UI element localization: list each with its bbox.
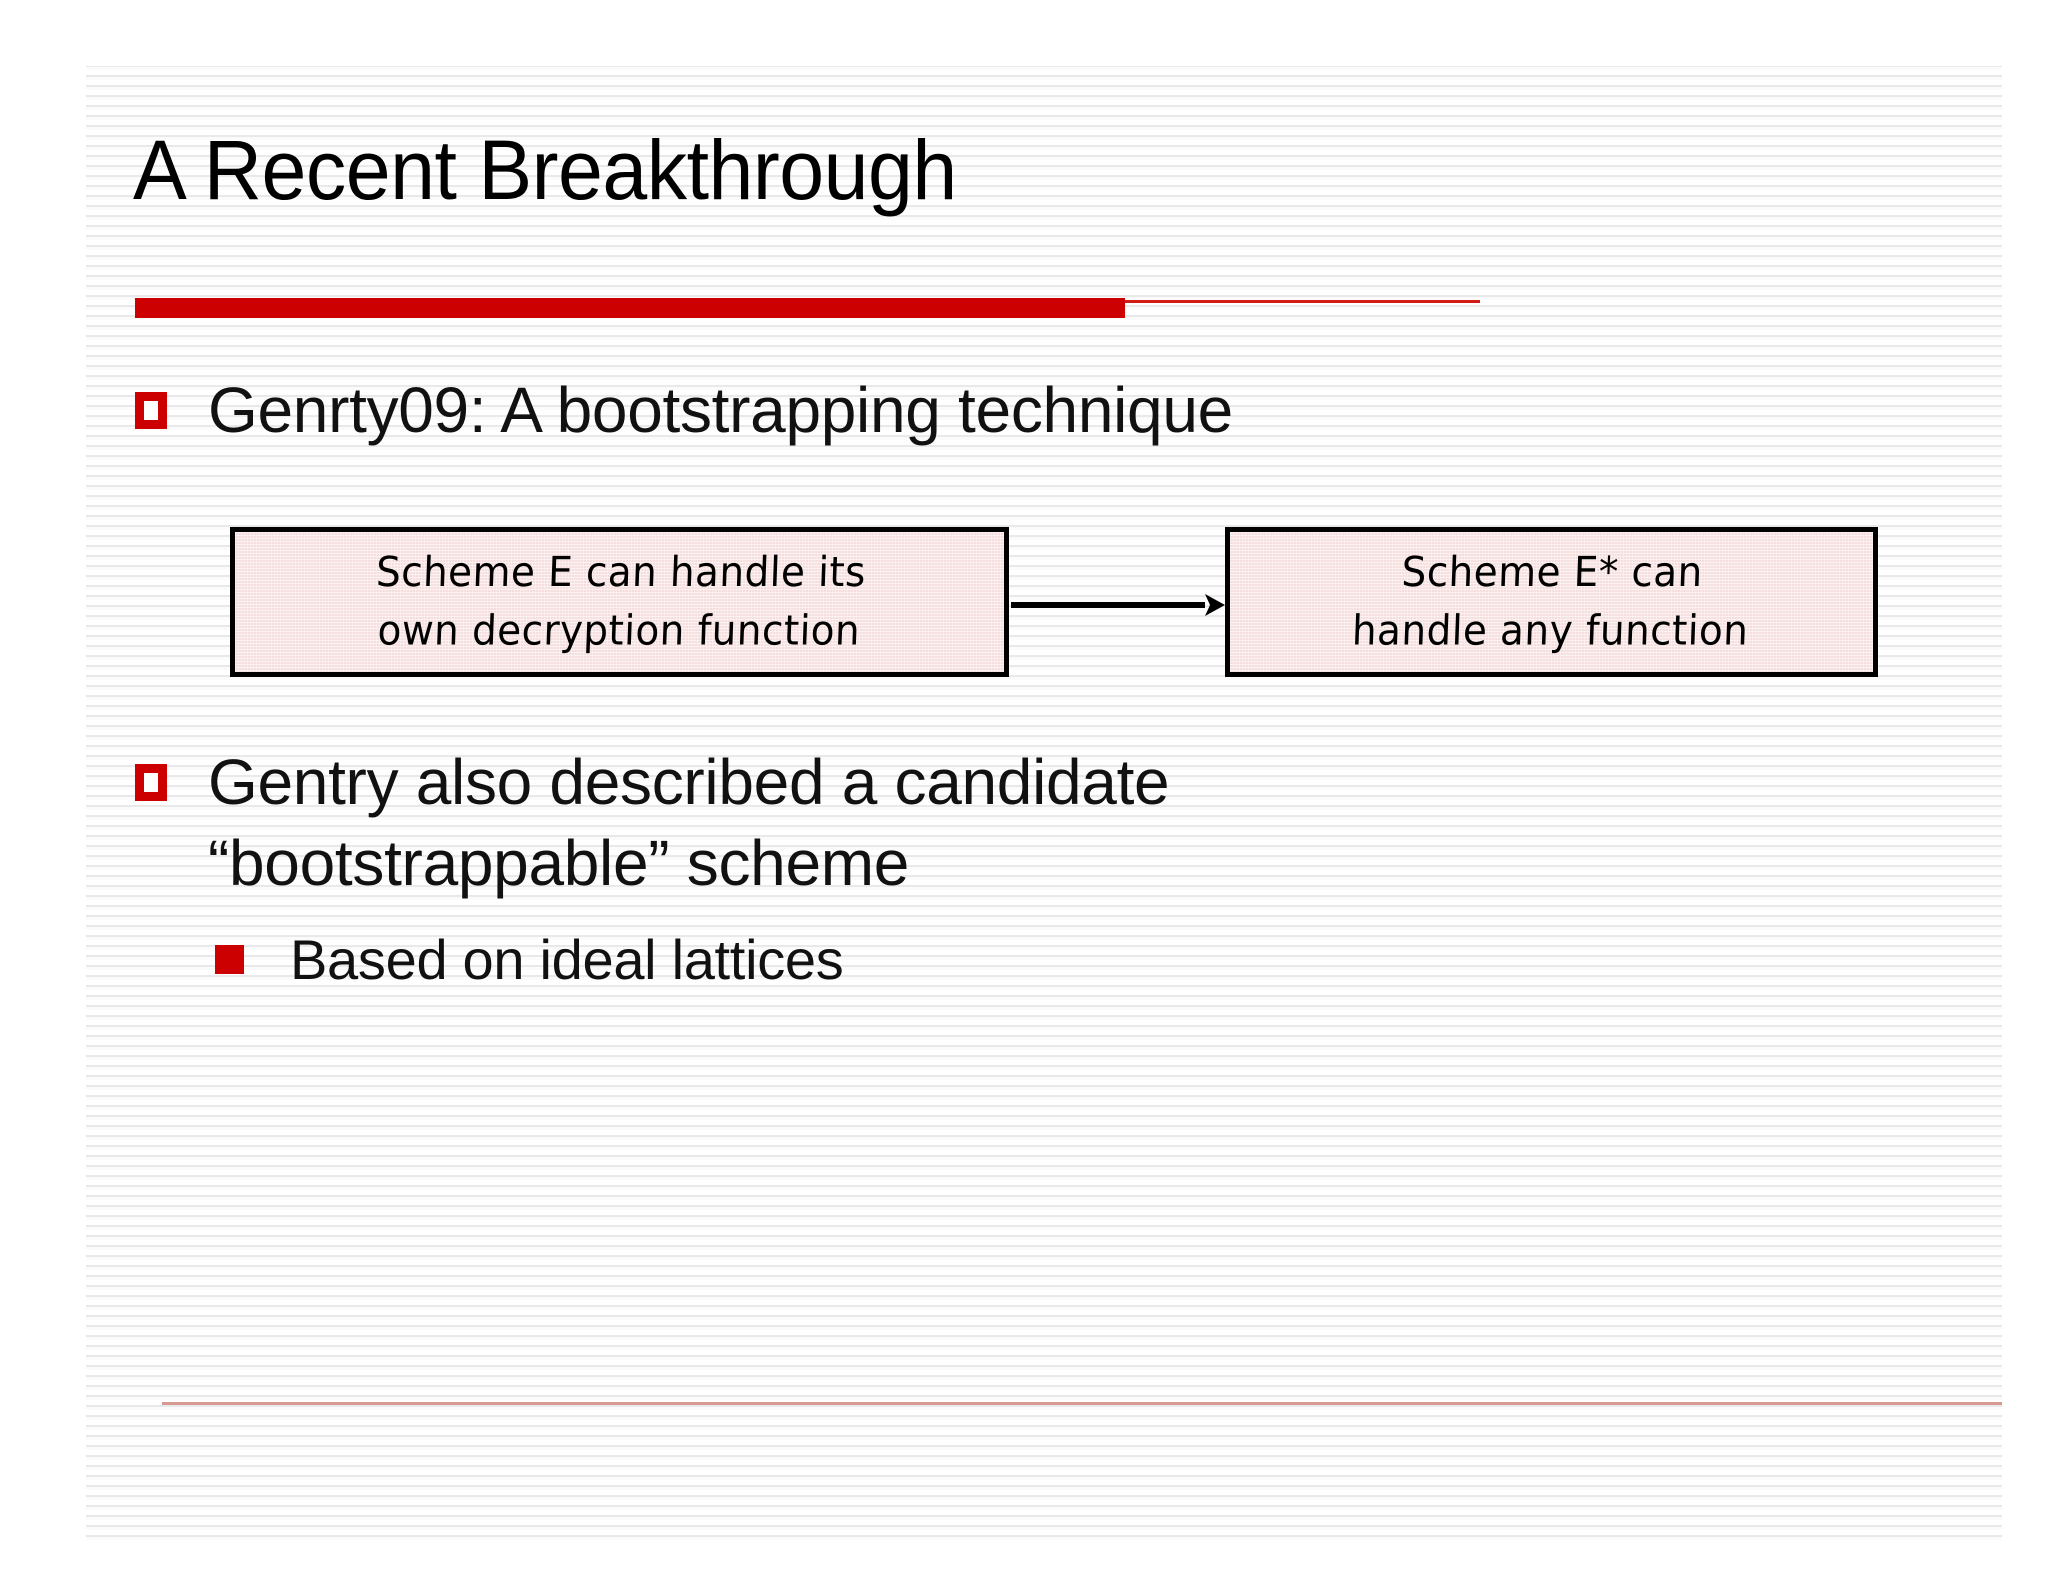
title-rule-thin-segment	[1125, 300, 1480, 303]
diagram-box-scheme-e-star-line2: handle any function	[1351, 607, 1750, 655]
sub-bullet-item-label: Based on ideal lattices	[290, 928, 844, 991]
bullet-item-genrty09: Genrty09: A bootstrapping technique	[135, 370, 1835, 451]
diagram-box-scheme-e-star-line1: Scheme E* can	[1401, 548, 1704, 597]
diagram-box-scheme-e-line1: Scheme E can handle its	[374, 548, 867, 597]
hollow-red-square-bullet-icon	[135, 392, 167, 429]
bullet-item-candidate-scheme: Gentry also described a candidate “boots…	[135, 742, 1835, 903]
solid-red-square-bullet-icon	[215, 945, 244, 974]
bullet-item-label-line2: “bootstrappable” scheme	[208, 826, 910, 899]
slide-title: A Recent Breakthrough	[133, 123, 957, 217]
right-arrow-icon	[1009, 585, 1225, 625]
slide-margin-bottom	[0, 1542, 2048, 1582]
bullet-item-label-line1: Gentry also described a candidate	[208, 746, 1170, 818]
diagram-box-scheme-e: Scheme E can handle its own decryption f…	[230, 527, 1009, 677]
title-underline-rule	[135, 298, 1480, 318]
slide-margin-left	[0, 0, 86, 1582]
slide-margin-right	[2002, 0, 2048, 1582]
title-rule-thick-segment	[135, 298, 1125, 318]
hollow-red-square-bullet-icon	[135, 764, 167, 801]
footer-divider-rule	[162, 1402, 2002, 1405]
bullet-item-label: Gentry also described a candidate “boots…	[208, 742, 1170, 903]
sub-bullet-item-ideal-lattices: Based on ideal lattices	[215, 925, 1815, 996]
diagram-box-scheme-e-star-text: Scheme E* can handle any function	[1351, 543, 1751, 660]
slide-margin-top	[0, 0, 2048, 66]
diagram-box-scheme-e-star: Scheme E* can handle any function	[1225, 527, 1878, 677]
bullet-item-label: Genrty09: A bootstrapping technique	[208, 374, 1233, 446]
bootstrapping-flow-diagram: Scheme E can handle its own decryption f…	[230, 527, 1878, 699]
diagram-box-scheme-e-line2: own decryption function	[376, 607, 861, 655]
diagram-box-scheme-e-text: Scheme E can handle its own decryption f…	[373, 543, 867, 660]
